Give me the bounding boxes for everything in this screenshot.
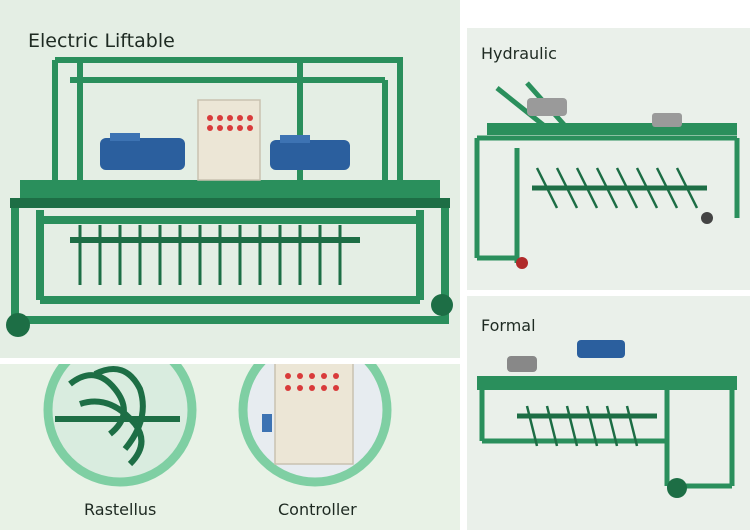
electric-liftable-machine-image [6, 57, 453, 337]
rastellus-closeup [55, 366, 180, 467]
controller-label: Controller [278, 500, 357, 519]
formal-panel: Formal [467, 296, 750, 530]
detail-panel: Rastellus Controller [0, 364, 460, 530]
detail-circles-image [43, 364, 392, 487]
hydraulic-turner-image [474, 81, 740, 269]
electric-liftable-panel: Electric Liftable [0, 0, 460, 358]
hydraulic-title: Hydraulic [481, 44, 557, 63]
hydraulic-panel: Hydraulic [467, 28, 750, 290]
rastellus-label: Rastellus [84, 500, 157, 519]
controller-closeup [262, 364, 354, 465]
electric-liftable-title: Electric Liftable [28, 30, 175, 52]
formal-title: Formal [481, 316, 536, 335]
formal-turner-image [477, 340, 737, 498]
